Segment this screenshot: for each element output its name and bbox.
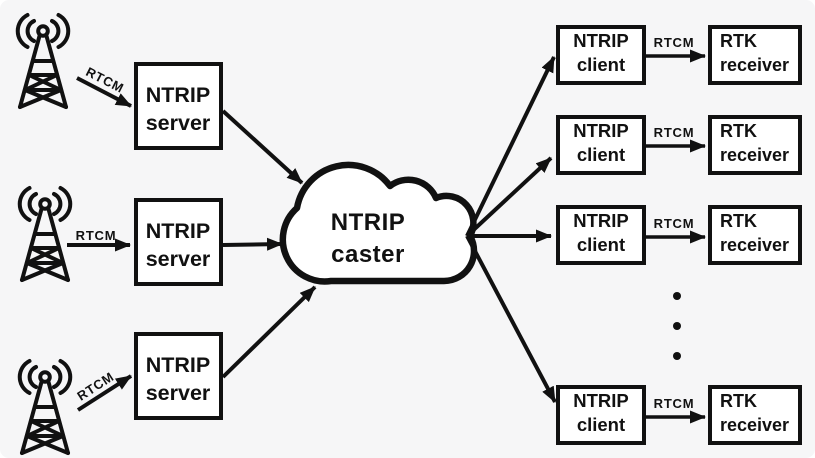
- ntrip-server-label-line2: server: [146, 381, 211, 405]
- rtk-receiver-box-4: RTK receiver: [708, 385, 802, 445]
- rtk-receiver-label-line1: RTK: [720, 211, 757, 231]
- arrow-server1-to-caster: [221, 109, 304, 185]
- arrow-caster-to-client1: [465, 56, 556, 237]
- ntrip-client-label-line1: NTRIP: [573, 390, 629, 411]
- ntrip-client-box-4: NTRIP client: [556, 385, 646, 445]
- ntrip-caster-label-line1: NTRIP: [331, 209, 406, 236]
- ntrip-server-label-line1: NTRIP: [146, 83, 211, 107]
- ntrip-client-label-line2: client: [577, 414, 625, 435]
- rtcm-label: RTCM: [76, 228, 117, 243]
- rtcm-label: RTCM: [654, 35, 695, 50]
- rtk-receiver-label-line1: RTK: [720, 31, 757, 51]
- rtk-receiver-label-line2: receiver: [720, 415, 789, 435]
- ntrip-caster-label-line2: caster: [331, 241, 405, 268]
- ntrip-server-box-3: NTRIP server: [134, 332, 223, 420]
- rtk-receiver-box-1: RTK receiver: [708, 25, 802, 85]
- ntrip-client-box-3: NTRIP client: [556, 205, 646, 265]
- rtcm-label: RTCM: [654, 396, 695, 411]
- rtcm-arrow-tower3-to-server3: [76, 374, 133, 412]
- ntrip-client-label-line1: NTRIP: [573, 30, 629, 51]
- more-clients-ellipsis: [673, 292, 681, 360]
- ntrip-caster-cloud: NTRIP caster: [279, 161, 478, 285]
- ntrip-client-box-1: NTRIP client: [556, 25, 646, 85]
- arrow-server3-to-caster: [221, 285, 317, 379]
- ntrip-client-label-line1: NTRIP: [573, 120, 629, 141]
- rtk-receiver-box-3: RTK receiver: [708, 205, 802, 265]
- ntrip-client-label-line2: client: [577, 144, 625, 165]
- rtk-receiver-label-line2: receiver: [720, 145, 789, 165]
- arrow-server2-to-caster: [222, 237, 283, 251]
- rtk-receiver-box-2: RTK receiver: [708, 115, 802, 175]
- rtcm-arrow-tower1-to-server1: [76, 76, 132, 108]
- rtcm-label: RTCM: [654, 125, 695, 140]
- rtk-receiver-label-line2: receiver: [720, 55, 789, 75]
- ntrip-client-label-line1: NTRIP: [573, 210, 629, 231]
- rtcm-label: RTCM: [654, 216, 695, 231]
- arrow-caster-to-client2: [465, 156, 553, 238]
- ntrip-server-box-1: NTRIP server: [134, 62, 223, 150]
- rtk-receiver-label-line1: RTK: [720, 121, 757, 141]
- rtk-receiver-label-line2: receiver: [720, 235, 789, 255]
- ntrip-client-label-line2: client: [577, 234, 625, 255]
- ntrip-client-label-line2: client: [577, 54, 625, 75]
- ntrip-server-label-line1: NTRIP: [146, 353, 211, 377]
- ntrip-server-box-2: NTRIP server: [134, 198, 223, 286]
- arrow-caster-to-client4: [465, 235, 557, 403]
- ntrip-server-label-line1: NTRIP: [146, 219, 211, 243]
- ntrip-client-box-2: NTRIP client: [556, 115, 646, 175]
- rtk-receiver-label-line1: RTK: [720, 391, 757, 411]
- ntrip-server-label-line2: server: [146, 111, 211, 135]
- ntrip-server-label-line2: server: [146, 247, 211, 271]
